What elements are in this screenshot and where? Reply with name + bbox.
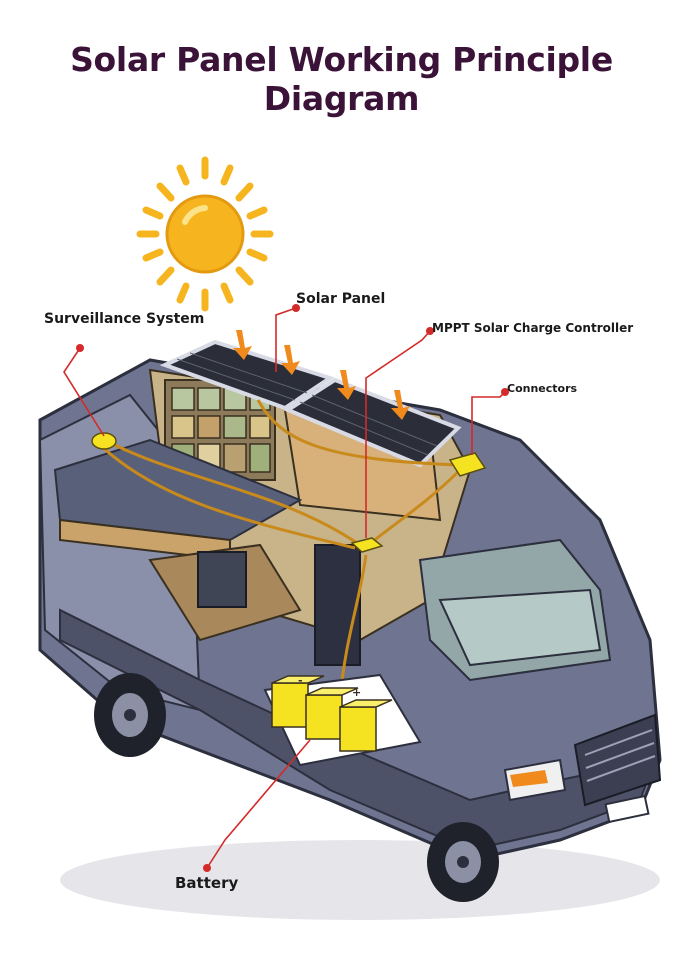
battery-icon: - + bbox=[263, 673, 422, 767]
label-surveillance-system: Surveillance System bbox=[44, 311, 205, 327]
wheel-icon bbox=[94, 673, 166, 757]
sunlight-arrow-icon bbox=[233, 330, 410, 420]
sun-icon bbox=[136, 156, 274, 312]
battery-terminal-label: + bbox=[352, 686, 361, 699]
label-solar-panel: Solar Panel bbox=[296, 291, 386, 307]
surveillance-camera-icon bbox=[91, 432, 117, 450]
connector-box-icon bbox=[448, 452, 487, 477]
label-mppt-controller: MPPT Solar Charge Controller bbox=[432, 321, 634, 335]
label-connectors: Connectors bbox=[507, 382, 578, 395]
ground-shadow bbox=[60, 840, 660, 920]
wiring bbox=[98, 399, 462, 701]
page-title: Solar Panel Working Principle Diagram bbox=[70, 40, 613, 118]
mppt-controller-icon bbox=[350, 537, 384, 553]
label-battery: Battery bbox=[175, 874, 239, 892]
wheel-icon bbox=[427, 822, 499, 902]
leader-lines bbox=[63, 307, 506, 869]
battery-terminal-label: - bbox=[298, 674, 303, 687]
solar-panel bbox=[159, 339, 462, 468]
leader-dot-icon bbox=[76, 304, 509, 872]
